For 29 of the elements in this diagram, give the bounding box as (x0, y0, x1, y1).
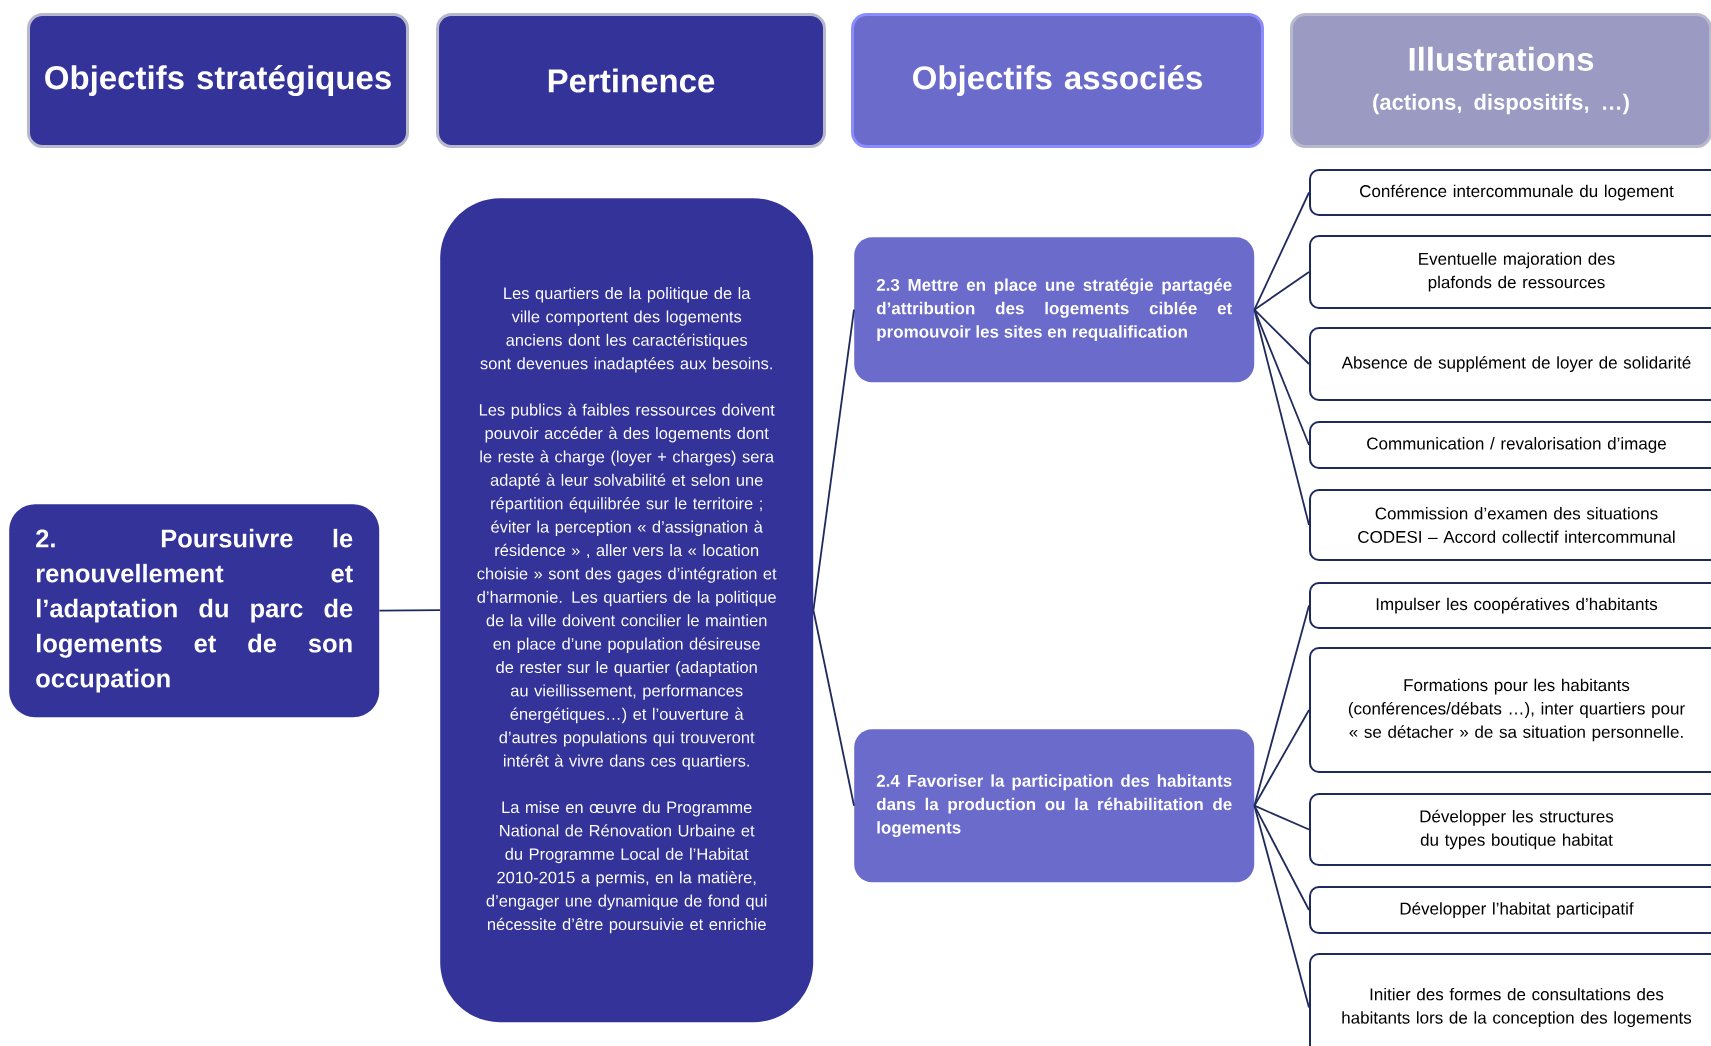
header-box: Objectifs associés (851, 13, 1264, 148)
connector-line (1253, 709, 1310, 807)
action-box: Formations pour les habitants (conférences/débats …), inter quartiers pour « se détacher » de sa situation personnelle. (1309, 647, 1711, 773)
connector-line (812, 308, 855, 612)
connector-line (1253, 804, 1310, 1009)
text-panel: Les quartiers de la politique de la ville comportent des logements anciens dont les caractéristiques sont devenues inadaptées aux besoins. Les publics à faibles ressources doivent pouvoir accéder à des logements dont le reste à charge (loyer + charges) sera adapté à leur solvabilité et selon une répartition équilibrée sur le territoire ; éviter la perception « d’assignation à résidence » , aller vers la « location choisie » sont des gages d’intégration et d’harmonie. Les quartiers de la politique de la ville doivent concilier le maintien en place d’une population désireuse de rester sur le quartier (adaptation au vieillissement, performances énergétiques…) et l’ouverture à d’autres populations qui trouveront intérêt à vivre dans ces quartiers. La mise en œuvre du Programme National de Rénovation Urbaine et du Programme Local de l’Habitat 2010-2015 a permis, en la matière, d’engager une dynamique de fond qui nécessite d’être poursuivie et enrichie (440, 198, 814, 1023)
header-box: Objectifs stratégiques (27, 13, 409, 148)
header-box: Illustrations (actions, dispositifs, …) (1290, 13, 1711, 148)
connector-line (1253, 308, 1310, 526)
action-box: Communication / revalorisation d’image (1309, 421, 1711, 469)
connector-line (1253, 308, 1310, 365)
goal-box: 2. Poursuivre le renouvellement et l’adaptation du parc de logements et de son occupation (9, 504, 380, 718)
action-box: Commission d’examen des situations CODESI – Accord collectif intercommunal (1309, 489, 1711, 561)
connector-line (1253, 191, 1310, 311)
objective-box: 2.3 Mettre en place une stratégie partagée d’attribution des logements ciblée et promouvoir les sites en requalification (854, 237, 1255, 383)
action-box: Absence de supplément de loyer de solidarité (1309, 327, 1711, 401)
connector-line (1253, 271, 1310, 311)
action-box: Initier des formes de consultations des habitants lors de la conception des logements (1309, 953, 1711, 1046)
action-box: Eventuelle majoration des plafonds de ressources (1309, 235, 1711, 309)
connector-line (378, 609, 441, 612)
header-box: Pertinence (436, 13, 826, 148)
action-box: Développer les structures du types boutique habitat (1309, 793, 1711, 866)
action-box: Conférence intercommunale du logement (1309, 169, 1711, 216)
action-box: Impulser les coopératives d’habitants (1309, 582, 1711, 629)
connector-line (812, 609, 855, 807)
action-box: Développer l’habitat participatif (1309, 886, 1711, 934)
connector-line (1253, 604, 1310, 807)
objective-box: 2.4 Favoriser la participation des habitants dans la production ou la réhabilitation de logements (854, 729, 1255, 883)
connector-line (1253, 804, 1310, 831)
